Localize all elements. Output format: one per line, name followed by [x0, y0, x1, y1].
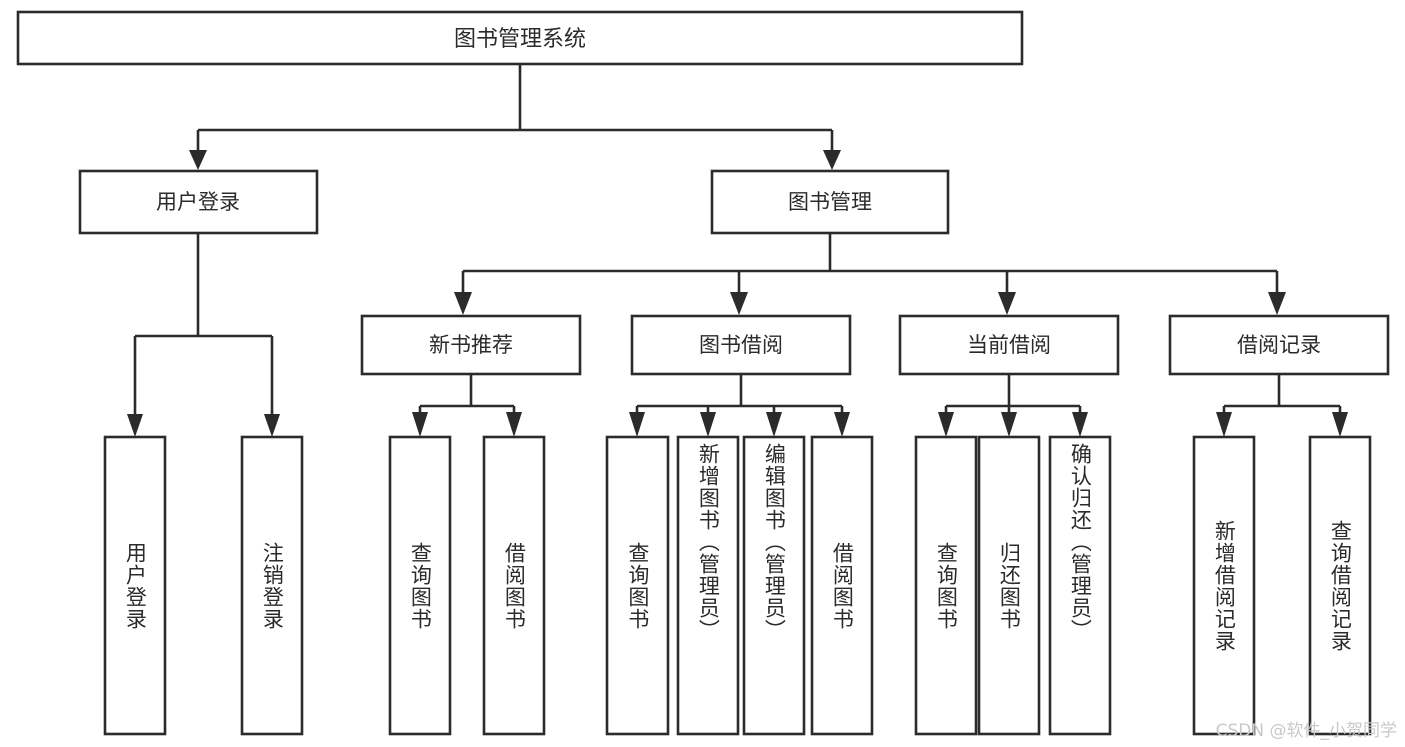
arrow-to-new-book	[454, 292, 472, 315]
arrow-new-book-leaf2	[506, 412, 522, 437]
node-book-management-label: 图书管理	[788, 190, 872, 214]
node-book-borrow-label: 图书借阅	[699, 333, 783, 357]
arrow-book-borrow-leaf1	[629, 412, 645, 437]
node-new-book-recommend-label: 新书推荐	[429, 333, 513, 357]
node-book-borrow[interactable]	[630, 314, 852, 376]
arrow-current-borrow-leaf1	[938, 412, 954, 437]
arrow-to-book-mgmt	[823, 150, 841, 170]
csdn-watermark: CSDN @软件_小贺同学	[1215, 721, 1397, 741]
arrow-user-login-leaf2	[264, 414, 280, 437]
node-user-login-label: 用户登录	[156, 190, 240, 214]
node-root-label: 图书管理系统	[454, 27, 586, 52]
arrow-borrow-record-leaf1	[1216, 412, 1232, 437]
arrow-to-user-login	[189, 150, 207, 170]
node-borrow-record[interactable]	[1168, 314, 1390, 376]
leaf-book-borrow-1[interactable]	[676, 435, 740, 736]
arrow-book-borrow-leaf2	[700, 412, 716, 437]
node-book-management[interactable]	[710, 169, 950, 235]
node-new-book-recommend[interactable]	[360, 314, 582, 376]
node-borrow-record-label: 借阅记录	[1237, 333, 1321, 357]
arrow-current-borrow-leaf3	[1072, 412, 1088, 437]
leaf-current-borrow-2[interactable]	[1048, 435, 1112, 736]
arrow-new-book-leaf1	[412, 412, 428, 437]
leaf-book-borrow-3[interactable]	[810, 435, 874, 736]
arrow-to-borrow-record	[1268, 292, 1286, 315]
leaf-borrow-record-1[interactable]	[1308, 435, 1372, 736]
arrow-to-current-borrow	[998, 292, 1016, 315]
leaf-borrow-record-0[interactable]	[1192, 435, 1256, 736]
leaf-current-borrow-0[interactable]	[914, 435, 978, 736]
leaf-user-login-1[interactable]	[240, 435, 304, 736]
arrow-current-borrow-leaf2	[1001, 412, 1017, 437]
leaf-new-book-1[interactable]	[482, 435, 546, 736]
arrow-to-book-borrow	[730, 292, 748, 315]
node-current-borrow-label: 当前借阅	[967, 333, 1051, 357]
leaf-new-book-0[interactable]	[388, 435, 452, 736]
arrow-borrow-record-leaf2	[1332, 412, 1348, 437]
arrow-book-borrow-leaf3	[766, 412, 782, 437]
leaf-book-borrow-2[interactable]	[742, 435, 806, 736]
arrow-user-login-leaf1	[127, 414, 143, 437]
leaf-current-borrow-1[interactable]	[977, 435, 1041, 736]
node-current-borrow[interactable]	[898, 314, 1120, 376]
leaf-book-borrow-0[interactable]	[605, 435, 670, 736]
node-root[interactable]	[16, 10, 1024, 66]
arrow-book-borrow-leaf4	[834, 412, 850, 437]
leaf-user-login-0[interactable]	[103, 435, 167, 736]
